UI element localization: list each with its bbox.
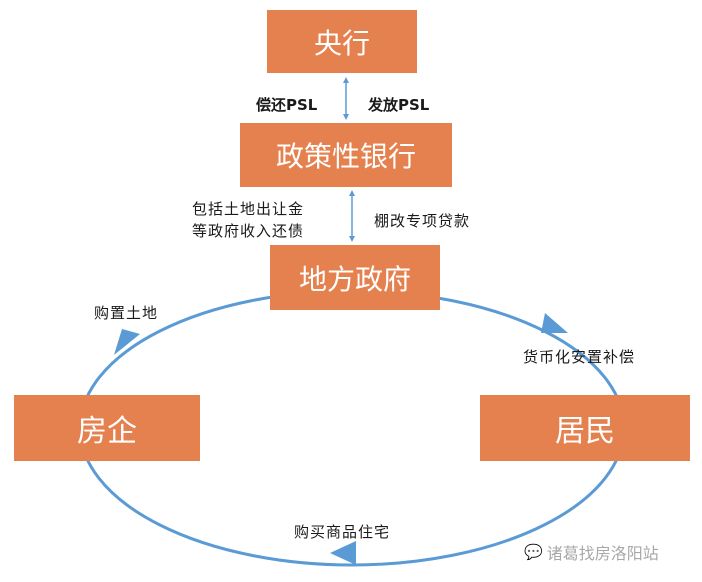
label-repay-land-line2: 等政府收入还债	[192, 222, 305, 240]
node-developer: 房企	[14, 395, 200, 461]
wechat-icon: 💬	[524, 543, 543, 561]
watermark: 💬 诸葛找房洛阳站	[524, 540, 659, 564]
node-policy-bank: 政策性银行	[240, 123, 452, 187]
label-buy-land: 购置土地	[94, 304, 159, 322]
label-shantytown-loan: 棚改专项贷款	[374, 212, 471, 230]
label-buy-housing: 购买商品住宅	[294, 523, 391, 541]
watermark-text: 诸葛找房洛阳站	[546, 544, 659, 563]
arrowhead-buy-housing	[330, 541, 356, 565]
label-repay-psl: 偿还PSL	[256, 96, 318, 114]
node-residents: 居民	[480, 395, 690, 461]
node-central-bank: 央行	[267, 10, 417, 73]
arrowhead-compensation	[541, 313, 568, 333]
label-cash-compensation: 货币化安置补偿	[523, 348, 636, 366]
label-repay-land-line1: 包括土地出让金	[192, 200, 305, 218]
label-issue-psl: 发放PSL	[368, 96, 430, 114]
node-local-government: 地方政府	[270, 245, 440, 310]
arrowhead-buy-land	[114, 329, 140, 355]
